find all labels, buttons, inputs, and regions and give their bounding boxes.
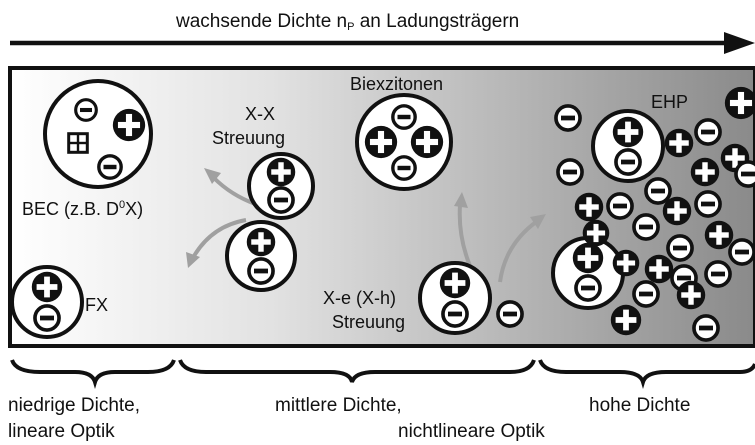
range-mid-line2: nichtlineare Optik — [398, 421, 545, 442]
minus-charge-icon — [441, 300, 469, 328]
biexciton-label: Biexzitonen — [350, 74, 444, 94]
minus-charge-icon — [97, 154, 123, 180]
plus-charge-icon — [704, 220, 734, 250]
bec-complex — [43, 79, 153, 189]
plus-charge-icon — [574, 192, 604, 222]
minus-charge-icon — [33, 304, 61, 332]
minus-charge-icon — [496, 300, 524, 328]
xe-label-line1: X-e (X-h) — [323, 288, 397, 308]
density-arrow — [10, 32, 755, 54]
plus-charge-icon — [246, 227, 276, 257]
plus-charge-icon — [31, 271, 63, 303]
range-mid-line1: mittlere Dichte, — [275, 395, 402, 416]
donor-icon — [67, 132, 89, 154]
plus-charge-icon — [112, 108, 146, 142]
plus-charge-icon — [690, 157, 720, 187]
plus-charge-icon — [612, 116, 644, 148]
minus-charge-icon — [554, 104, 582, 132]
minus-charge-icon — [606, 192, 634, 220]
exciton-xx-lower — [225, 220, 297, 292]
minus-charge-icon — [391, 155, 417, 181]
fx-label: FX — [85, 295, 109, 315]
minus-charge-icon — [267, 186, 295, 214]
plus-charge-icon — [572, 242, 604, 274]
minus-charge-icon — [644, 177, 672, 205]
brace-high — [538, 359, 755, 389]
minus-charge-icon — [692, 314, 720, 342]
scatter-arrow-xx-down — [192, 218, 247, 258]
minus-charge-icon — [704, 260, 732, 288]
exciton-xe — [418, 261, 524, 335]
scatter-arrow-xe-left — [457, 204, 472, 267]
minus-charge-icon — [728, 238, 755, 266]
plus-charge-icon — [439, 267, 471, 299]
brace-low — [10, 359, 176, 389]
minus-charge-icon — [247, 257, 275, 285]
plus-charge-icon — [612, 249, 640, 277]
braces — [10, 359, 755, 389]
plus-charge-icon — [582, 219, 610, 247]
range-high-line1: hohe Dichte — [589, 395, 691, 416]
xe-label-line2: Streuung — [332, 312, 406, 332]
minus-charge-icon — [694, 118, 722, 146]
plus-charge-icon — [610, 304, 642, 336]
range-low-line1: niedrige Dichte, — [8, 395, 141, 416]
ehp-label: EHP — [651, 92, 689, 112]
scatter-arrow-xe-right — [498, 220, 538, 283]
minus-charge-icon — [556, 158, 584, 186]
plus-charge-icon — [364, 125, 398, 159]
plus-charge-icon — [266, 157, 296, 187]
ehp-plasma — [551, 86, 755, 342]
plus-charge-icon — [410, 125, 444, 159]
plus-charge-icon — [664, 128, 694, 158]
plus-charge-icon — [644, 254, 674, 284]
free-exciton — [10, 265, 84, 339]
minus-charge-icon — [666, 234, 694, 262]
xx-label-line1: X-X — [245, 104, 276, 124]
biexciton — [355, 93, 453, 191]
brace-mid — [178, 359, 536, 383]
range-low-line2: lineare Optik — [8, 421, 115, 442]
xx-label-line2: Streuung — [212, 128, 286, 148]
density-arrow-label: wachsende Dichte nP an Ladungsträgern — [176, 11, 520, 33]
minus-charge-icon — [694, 190, 722, 218]
minus-charge-icon — [74, 98, 98, 122]
minus-charge-icon — [734, 160, 755, 188]
exciton-xx-upper — [247, 152, 315, 220]
plus-charge-icon — [662, 196, 692, 226]
plus-charge-icon — [676, 280, 706, 310]
minus-charge-icon — [632, 280, 660, 308]
minus-charge-icon — [632, 213, 660, 241]
minus-charge-icon — [391, 104, 417, 130]
minus-charge-icon — [574, 274, 602, 302]
minus-charge-icon — [614, 148, 642, 176]
bec-label: BEC (z.B. D0X) — [22, 199, 144, 219]
